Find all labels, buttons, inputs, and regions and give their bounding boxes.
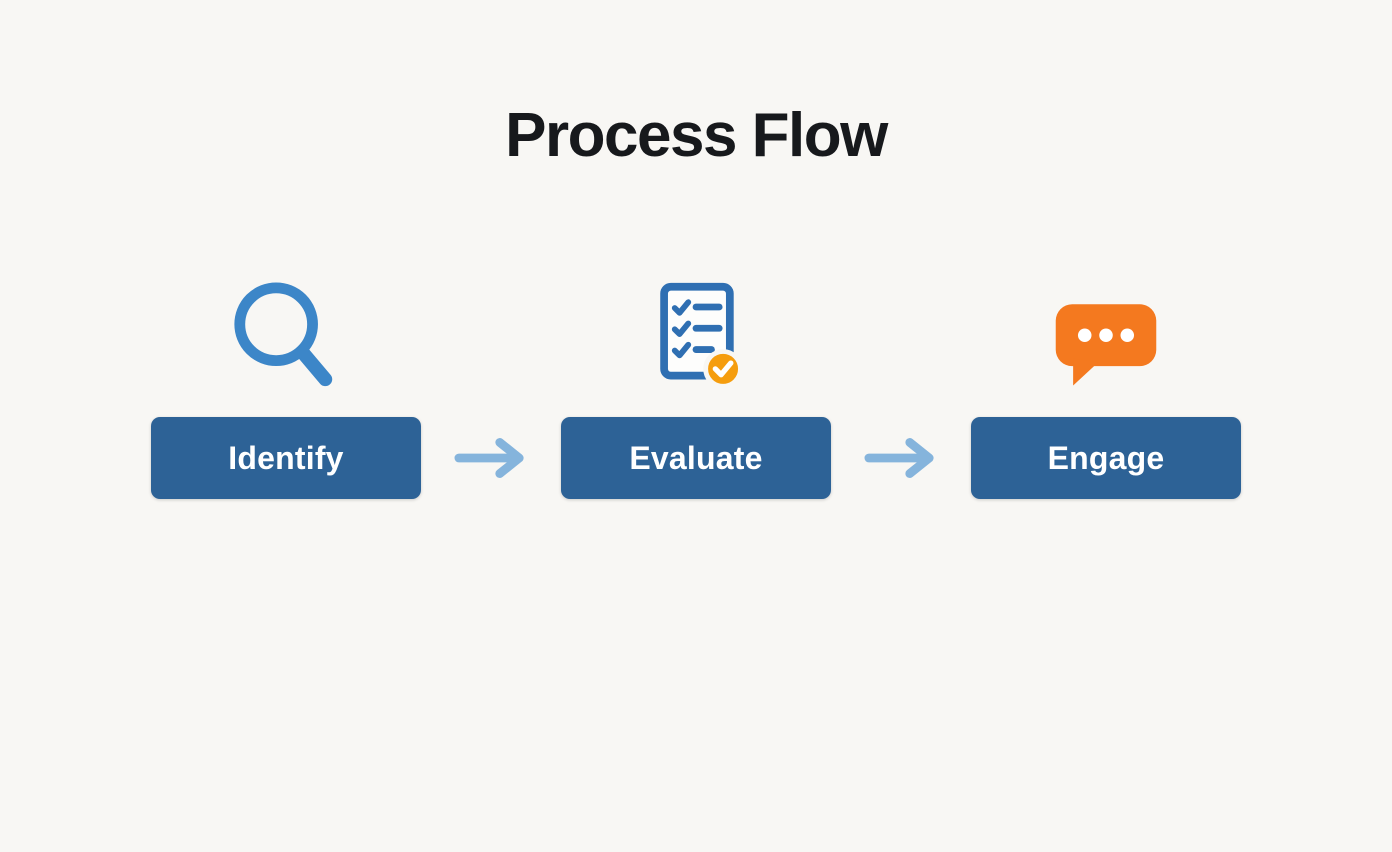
process-flow-diagram: Process Flow Identify: [0, 100, 1392, 499]
chat-bubble-icon: [1048, 275, 1164, 397]
magnifier-icon: [227, 275, 345, 397]
step-label-evaluate: Evaluate: [629, 439, 763, 476]
step-engage: Engage: [971, 275, 1241, 499]
page-title: Process Flow: [505, 101, 888, 170]
step-box-evaluate: Evaluate: [561, 417, 831, 499]
flow-row: Identify: [0, 275, 1392, 499]
step-box-identify: Identify: [151, 417, 421, 499]
checklist-icon: [638, 275, 754, 397]
step-box-engage: Engage: [971, 417, 1241, 499]
step-label-identify: Identify: [228, 439, 344, 476]
step-evaluate: Evaluate: [561, 275, 831, 499]
arrow-right-icon: [421, 436, 561, 480]
arrow-right-icon: [831, 436, 971, 480]
step-label-engage: Engage: [1047, 439, 1165, 476]
step-identify: Identify: [151, 275, 421, 499]
